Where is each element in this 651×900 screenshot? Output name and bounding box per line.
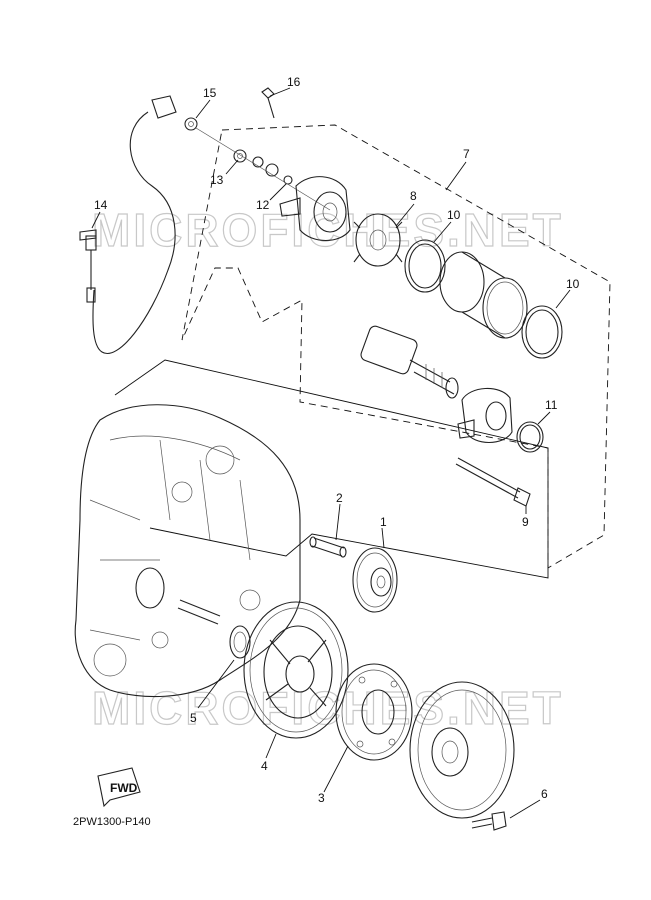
o-ring-11-inner — [519, 424, 541, 450]
callout-10a: 10 — [447, 208, 461, 222]
armature — [360, 325, 459, 399]
reference-frame — [114, 359, 549, 579]
o-ring-rear-inner — [525, 309, 559, 355]
callout-1: 1 — [380, 515, 387, 529]
watermark-top: MICROFICHES.NET — [92, 204, 564, 256]
starter-cable — [79, 95, 177, 354]
callout-5: 5 — [190, 711, 197, 725]
callout-14: 14 — [94, 198, 108, 212]
callout-6: 6 — [541, 787, 548, 801]
o-ring-rear — [521, 305, 563, 359]
callout-8: 8 — [410, 189, 417, 203]
o-ring-11 — [516, 421, 544, 453]
washer-inner — [233, 631, 247, 653]
starter-front-cover — [457, 387, 513, 444]
idler-shaft — [309, 536, 347, 558]
o-ring-front-inner — [408, 243, 442, 289]
callout-15: 15 — [203, 86, 217, 100]
fwd-arrow: FWD — [97, 767, 141, 808]
callout-9: 9 — [522, 515, 529, 529]
callout-13: 13 — [210, 173, 224, 187]
callout-4: 4 — [261, 759, 268, 773]
callout-11: 11 — [545, 398, 558, 412]
callout-7: 7 — [463, 147, 470, 161]
small-hardware — [184, 87, 331, 211]
leader-lines — [91, 87, 571, 819]
callout-10b: 10 — [566, 277, 580, 291]
starter-assembly-boundary — [181, 124, 611, 569]
washer — [229, 625, 251, 659]
brush-holder — [353, 213, 403, 267]
rotor-bolt — [471, 811, 507, 831]
callout-16: 16 — [287, 75, 301, 89]
engine-case — [74, 404, 301, 698]
starter-end-cover — [279, 176, 351, 242]
fwd-label: FWD — [110, 781, 138, 795]
starter-clutch — [335, 663, 413, 761]
starter-yoke — [439, 251, 528, 339]
callout-12: 12 — [256, 198, 270, 212]
callout-3: 3 — [318, 791, 325, 805]
callout-2: 2 — [336, 491, 343, 505]
idler-gear — [352, 547, 398, 613]
generator-rotor — [409, 681, 515, 819]
through-bolt — [455, 457, 531, 507]
diagram-code: 2PW1300-P140 — [73, 816, 151, 828]
o-ring-front — [404, 239, 446, 293]
starter-wheel-gear — [243, 601, 349, 739]
